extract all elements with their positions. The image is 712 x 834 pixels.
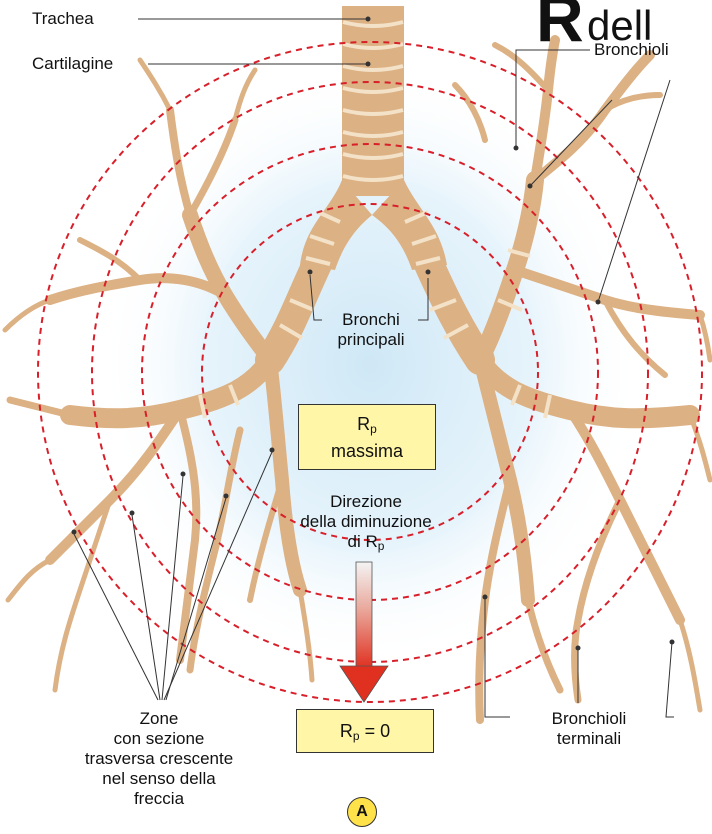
cartilage-label: Cartilagine (32, 54, 113, 74)
bronchioles-label: Bronchioli (594, 40, 669, 60)
zones-line3: trasversa crescente (44, 749, 274, 769)
trachea-label: Trachea (32, 9, 94, 29)
rp-max-symbol: Rp (299, 413, 435, 440)
direction-line3: di Rp (264, 532, 468, 556)
direction-line2: della diminuzione (264, 512, 468, 532)
rp-zero-text: Rp = 0 (297, 710, 433, 757)
rp-max-box: Rp massima (298, 404, 436, 470)
terminal-line2: terminali (504, 729, 674, 749)
terminal-line1: Bronchioli (504, 709, 674, 729)
zones-line5: freccia (44, 789, 274, 809)
terminal-bronchioles-label: Bronchioli terminali (504, 709, 674, 749)
main-bronchi-line1: Bronchi (322, 310, 420, 330)
panel-badge: A (347, 797, 377, 827)
direction-line1: Direzione (264, 492, 468, 512)
zones-line2: con sezione (44, 729, 274, 749)
zones-line1: Zone (44, 709, 274, 729)
zones-label: Zone con sezione trasversa crescente nel… (44, 709, 274, 809)
direction-label: Direzione della diminuzione di Rp (264, 492, 468, 556)
rp-zero-box: Rp = 0 (296, 709, 434, 753)
main-bronchi-line2: principali (322, 330, 420, 350)
rp-max-text: massima (299, 440, 435, 462)
title-letter: R (536, 0, 584, 58)
main-bronchi-label: Bronchi principali (322, 310, 420, 350)
zones-line4: nel senso della (44, 769, 274, 789)
